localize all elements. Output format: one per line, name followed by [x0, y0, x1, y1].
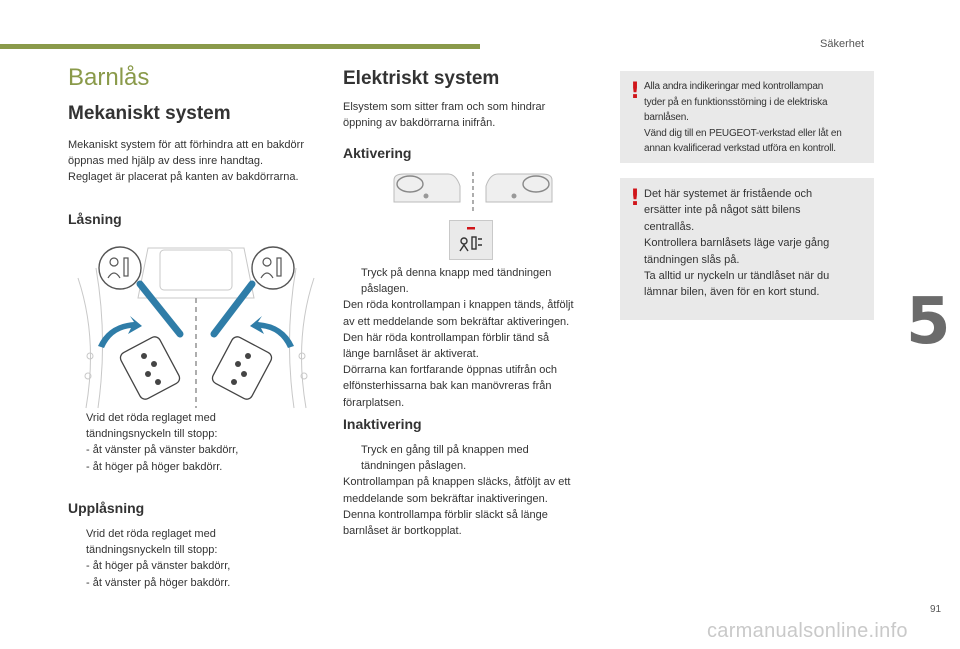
mech-intro: Mekaniskt system för att förhindra att e… [68, 137, 328, 186]
electric-intro: Elsystem som sitter fram och som hindrar… [343, 99, 603, 131]
deactivation-instructions: Tryck en gång till på knappen med tändni… [343, 442, 605, 539]
text-line: Vänd dig till en PEUGEOT-verkstad eller … [644, 127, 842, 139]
text-line: tändningsnyckeln till stopp: [86, 428, 218, 441]
warning-icon: ! [630, 79, 641, 104]
text-line: Tryck en gång till på knappen med [361, 444, 529, 456]
text-line: Ta alltid ur nyckeln ur tändlåset när du [644, 270, 830, 283]
car-rear-doors-illustration [77, 246, 315, 409]
text-line: Den röda kontrollampan i knappen tänds, … [343, 299, 574, 312]
watermark: carmanualsonline.info [707, 620, 908, 642]
text-line: barnlåset är bortkopplat. [343, 525, 462, 538]
text-line: av ett meddelande som bekräftar aktiveri… [343, 315, 570, 328]
warning-text: Alla andra indikeringar med kontrollampa… [644, 79, 870, 157]
activation-instructions: Tryck på denna knapp med tändningen påsl… [343, 265, 605, 411]
text-line: förarplatsen. [343, 396, 405, 409]
bullet-item: Tryck en gång till på knappen med tändni… [343, 442, 605, 474]
text-line: Dörrarna kan fortfarande öppnas utifrån … [343, 364, 558, 377]
header-accent-bar [0, 44, 480, 49]
text-line: Reglaget är placerat på kanten av bakdör… [68, 171, 299, 184]
warning-box-1: ! Alla andra indikeringar med kontrollam… [620, 71, 874, 163]
section-label: Säkerhet [820, 38, 865, 50]
text-line: lämnar bilen, även för en kort stund. [644, 286, 820, 299]
child-lock-button[interactable] [449, 220, 493, 260]
text-line: Vrid det röda reglaget med [86, 412, 216, 424]
text-line: annan kvalificerad verkstad utföra en ko… [644, 143, 836, 155]
warning-box-2: ! Det här systemet är fristående och ers… [620, 178, 874, 320]
unlock-title: Upplåsning [68, 500, 145, 516]
door-panel-icon [393, 172, 553, 212]
unlock-instructions: Vrid det röda reglaget med tändningsnyck… [68, 526, 328, 591]
text-line: tyder på en funktionsstörning i de elekt… [644, 96, 828, 108]
text-line: centrallås. [644, 220, 695, 233]
text-line: Kontrollampan på knappen släcks, åtföljt… [343, 476, 571, 489]
warning-text: Det här systemet är fristående och ersät… [644, 186, 870, 301]
text-line: - åt höger på höger bakdörr. [86, 460, 223, 473]
page-number: 91 [930, 604, 942, 615]
child-lock-icon [459, 227, 482, 252]
text-line: meddelande som bekräftar inaktiveringen. [343, 492, 548, 505]
mech-title: Mekaniskt system [68, 103, 231, 124]
text-line: tändningen påslagen. [361, 460, 467, 473]
text-line: barnlåsen. [644, 112, 689, 124]
text-line: påslagen. [361, 283, 409, 296]
chapter-number: 5 [906, 285, 951, 359]
text-line: Den här röda kontrollampan förblir tänd … [343, 331, 550, 344]
text-line: Alla andra indikeringar med kontrollampa… [644, 81, 824, 92]
text-line: - åt vänster på höger bakdörr. [86, 576, 231, 589]
text-line: - åt höger på vänster bakdörr, [86, 560, 231, 573]
bullet-item: Vrid det röda reglaget med tändningsnyck… [68, 526, 328, 591]
text-line: Vrid det röda reglaget med [86, 528, 216, 540]
text-line: tändningen slås på. [644, 253, 740, 266]
chapter-tab [904, 270, 960, 380]
text-line: elfönsterhissarna bak kan manövreras frå… [343, 380, 552, 393]
deactivation-title: Inaktivering [343, 416, 422, 432]
child-lock-illustration [68, 238, 324, 410]
window-switch-illustration [390, 172, 556, 212]
text-line: Tryck på denna knapp med tändningen [361, 267, 552, 279]
text-line: Mekaniskt system för att förhindra att e… [68, 139, 304, 151]
activation-title: Aktivering [343, 145, 412, 161]
electric-title: Elektriskt system [343, 68, 500, 89]
warning-icon: ! [630, 186, 641, 211]
lock-instructions: Vrid det röda reglaget med tändningsnyck… [68, 410, 328, 475]
text-line: Kontrollera barnlåsets läge varje gång [644, 237, 830, 250]
bullet-item: Tryck på denna knapp med tändningen påsl… [343, 265, 605, 297]
text-line: Elsystem som sitter fram och som hindrar [343, 101, 546, 113]
text-line: tändningsnyckeln till stopp: [86, 544, 218, 557]
text-line: Det här systemet är fristående och [644, 188, 813, 200]
text-line: öppning av bakdörrarna inifrån. [343, 117, 496, 130]
page-title: Barnlås [68, 64, 150, 91]
text-line: ersätter inte på något sätt bilens [644, 204, 801, 217]
lock-title: Låsning [68, 211, 122, 227]
bullet-item: Vrid det röda reglaget med tändningsnyck… [68, 410, 328, 475]
text-line: länge barnlåset är aktiverat. [343, 348, 479, 361]
text-line: Denna kontrollampa förblir släckt så län… [343, 508, 548, 521]
text-line: - åt vänster på vänster bakdörr, [86, 444, 239, 457]
text-line: öppnas med hjälp av dess inre handtag. [68, 155, 264, 168]
